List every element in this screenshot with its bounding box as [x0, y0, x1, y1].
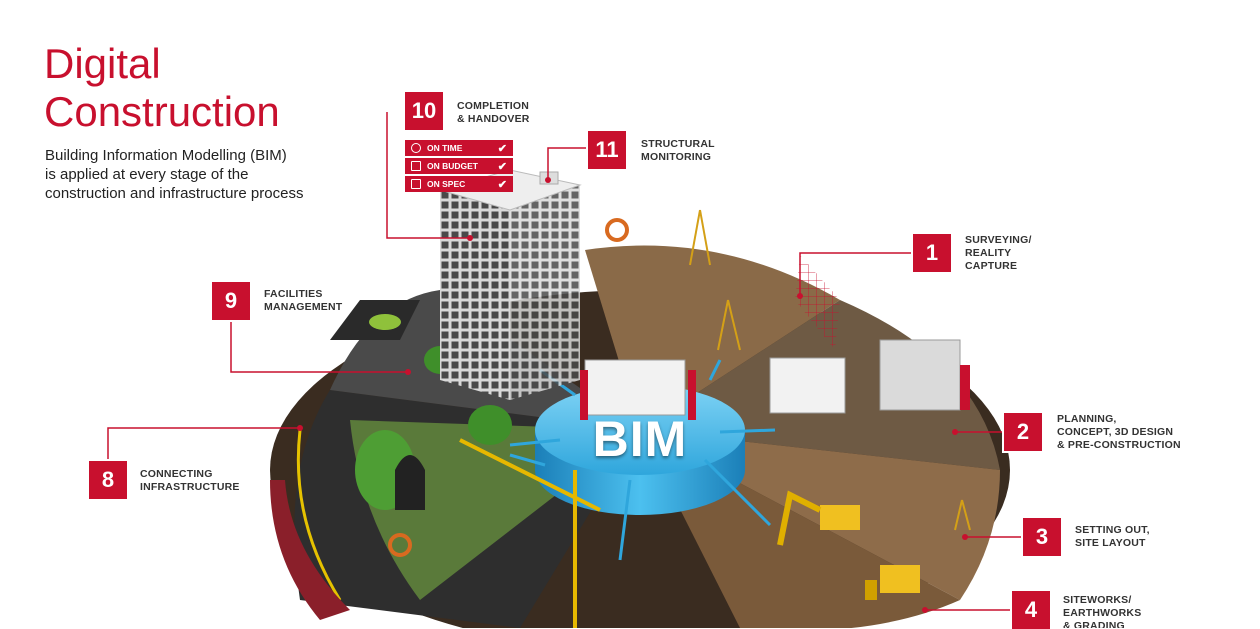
label-line: PLANNING,	[1057, 413, 1117, 425]
label-line: COMPLETION	[457, 100, 529, 112]
label-line: & HANDOVER	[457, 113, 530, 125]
leader-1	[799, 252, 913, 296]
label-facilities-management: FACILITIES MANAGEMENT	[264, 288, 342, 314]
label-planning: PLANNING, CONCEPT, 3D DESIGN & PRE-CONST…	[1057, 413, 1181, 452]
badge-2: 2	[1004, 413, 1042, 451]
check-icon: ✔	[497, 142, 507, 155]
bim-office	[584, 359, 686, 416]
label-line: FACILITIES	[264, 288, 323, 300]
label-line: INFRASTRUCTURE	[140, 481, 240, 493]
bim-label: BIM	[592, 411, 688, 467]
page-title: Digital Construction	[44, 40, 280, 136]
tripods	[689, 209, 971, 531]
label-line: MANAGEMENT	[264, 301, 343, 313]
tower-front	[440, 190, 510, 400]
bulldozer	[880, 565, 920, 593]
title-line-1: Digital	[44, 40, 161, 87]
label-setting-out: SETTING OUT, SITE LAYOUT	[1075, 524, 1150, 550]
label-line: CAPTURE	[965, 260, 1018, 272]
label-siteworks: SITEWORKS/ EARTHWORKS & GRADING	[1063, 594, 1141, 628]
checklist-on-budget: ON BUDGET ✔	[405, 158, 513, 174]
label-line: MONITORING	[641, 151, 712, 163]
planning-office	[769, 357, 846, 414]
label-line: CONCEPT, 3D DESIGN	[1057, 426, 1174, 438]
badge-3: 3	[1023, 518, 1061, 556]
badge-4: 4	[1012, 591, 1050, 629]
label-completion-handover: COMPLETION & HANDOVER	[457, 100, 530, 126]
label-connecting-infrastructure: CONNECTING INFRASTRUCTURE	[140, 468, 240, 494]
tunnel	[395, 455, 425, 510]
badge-10: 10	[405, 92, 443, 130]
scan-grid	[795, 255, 840, 350]
check-icon: ✔	[497, 178, 507, 191]
badge-9: 9	[212, 282, 250, 320]
label-line: SURVEYING/	[965, 234, 1032, 246]
label-line: SITE LAYOUT	[1075, 537, 1146, 549]
label-line: SETTING OUT,	[1075, 524, 1150, 536]
label-line: REALITY	[965, 247, 1012, 259]
tower-side	[510, 185, 580, 400]
label-line: SITEWORKS/	[1063, 594, 1132, 606]
label-line: STRUCTURAL	[641, 138, 715, 150]
car-green	[369, 314, 401, 330]
page-subtitle: Building Information Modelling (BIM) is …	[45, 146, 365, 203]
checklist-on-spec: ON SPEC ✔	[405, 176, 513, 192]
checklist-label: ON TIME	[427, 143, 463, 153]
badge-11: 11	[588, 131, 626, 169]
label-line: EARTHWORKS	[1063, 607, 1142, 619]
checklist-on-time: ON TIME ✔	[405, 140, 513, 156]
road-lane	[296, 429, 342, 601]
leader-10	[386, 112, 470, 239]
money-icon	[411, 161, 421, 171]
checklist-label: ON BUDGET	[427, 161, 478, 171]
tree-area-2	[468, 405, 512, 445]
drone	[605, 218, 629, 242]
clock-icon	[411, 143, 421, 153]
check-icon: ✔	[497, 160, 507, 173]
subtitle-line-2: is applied at every stage of the	[45, 166, 249, 183]
label-line: & GRADING	[1063, 620, 1125, 628]
label-structural-monitoring: STRUCTURAL MONITORING	[641, 138, 715, 164]
crane	[459, 438, 601, 628]
excavator	[820, 505, 860, 530]
subtitle-line-3: construction and infrastructure process	[45, 185, 304, 202]
checklist-label: ON SPEC	[427, 179, 466, 189]
leader-8	[107, 427, 300, 461]
subtitle-line-1: Building Information Modelling (BIM)	[45, 147, 287, 164]
title-line-2: Construction	[44, 88, 280, 135]
label-line: CONNECTING	[140, 468, 213, 480]
document-icon	[411, 179, 421, 189]
leader-11	[547, 147, 588, 180]
badge-1: 1	[913, 234, 951, 272]
label-surveying: SURVEYING/ REALITY CAPTURE	[965, 234, 1032, 273]
badge-8: 8	[89, 461, 127, 499]
road-red-lane	[270, 480, 350, 620]
planning-wall	[879, 339, 961, 411]
leader-9	[230, 320, 408, 373]
label-line: & PRE-CONSTRUCTION	[1057, 439, 1181, 451]
